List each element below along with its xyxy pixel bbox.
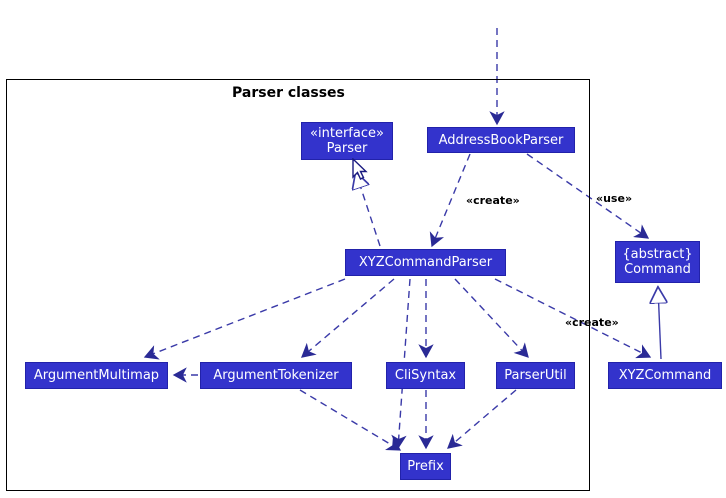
edge-xyz-command-parser-to-argument-tokenizer [301,278,395,358]
edge-address-book-parser-uses-command [526,153,650,239]
class-node-cli-syntax[interactable]: CliSyntax [386,362,465,389]
edge-parser-util-to-prefix [447,389,517,449]
class-node-xyz-command-parser-label: XYZCommandParser [358,255,493,270]
class-node-command-label: Command [624,262,691,277]
class-node-address-book-parser-label: AddressBookParser [438,132,564,148]
class-node-prefix-label: Prefix [407,459,444,474]
class-node-xyz-command-label: XYZCommand [618,368,712,383]
class-node-parser-util-label: ParserUtil [504,368,567,383]
edge-label-create-xyz-command: «create» [565,316,619,329]
edge-xyz-command-extends-command [658,288,661,360]
parser-classes-frame [6,79,590,491]
class-node-prefix[interactable]: Prefix [400,453,451,480]
class-node-parser-interface-label: Parser [326,141,368,156]
class-node-argument-tokenizer-label: ArgumentTokenizer [213,368,339,383]
class-node-cli-syntax-label: CliSyntax [394,368,457,383]
edge-xyz-command-parser-realizes-parser [356,173,381,247]
edge-label-use-command: «use» [596,192,633,205]
edge-xyz-command-parser-creates-xyz-command [494,278,652,359]
edge-address-book-parser-creates-xyz-command-parser [429,153,471,248]
class-node-command-stereotype: {abstract} [622,247,693,262]
edge-xyz-command-parser-to-parser-util [454,278,529,358]
class-node-argument-tokenizer[interactable]: ArgumentTokenizer [200,362,352,389]
class-node-command[interactable]: {abstract} Command [615,241,700,283]
class-node-argument-multimap-label: ArgumentMultimap [33,368,160,383]
class-node-parser-util[interactable]: ParserUtil [496,362,575,389]
class-node-parser-interface-stereotype: «interface» [310,126,384,141]
edge-argument-tokenizer-to-prefix [299,389,402,451]
parser-classes-frame-title: Parser classes [232,85,345,101]
class-node-xyz-command-parser[interactable]: XYZCommandParser [345,249,506,276]
class-node-argument-multimap[interactable]: ArgumentMultimap [25,362,168,389]
mouse-pointer-icon [352,158,368,180]
edge-label-create-xyz-command-parser: «create» [466,194,520,207]
class-node-parser-interface[interactable]: «interface» Parser [301,122,393,160]
class-node-address-book-parser[interactable]: AddressBookParser [427,127,575,153]
class-node-xyz-command[interactable]: XYZCommand [608,362,722,389]
